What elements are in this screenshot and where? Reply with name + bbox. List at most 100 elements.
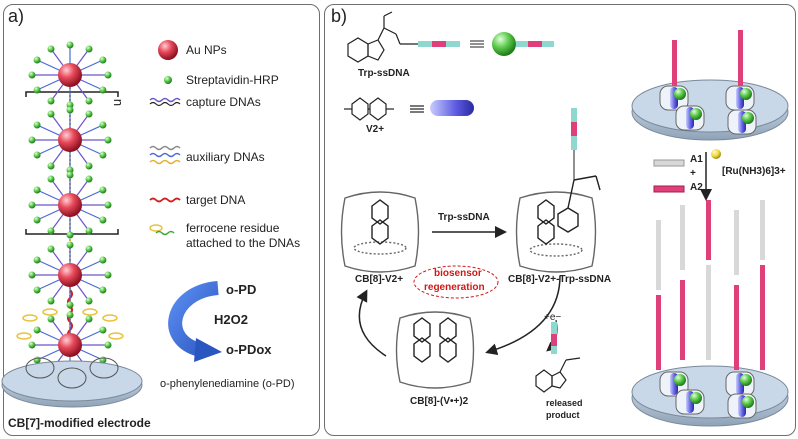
ferrocene-mark xyxy=(16,332,32,340)
streptavidin-dot xyxy=(33,186,41,194)
streptavidin-dot xyxy=(104,271,112,279)
trp-ball xyxy=(740,88,752,100)
v2-label: V2+ xyxy=(366,124,385,135)
ferrocene-mark xyxy=(42,308,58,316)
streptavidin-dot xyxy=(66,311,74,319)
dna-bar xyxy=(738,30,743,86)
streptavidin-dot xyxy=(99,286,107,294)
legend-ferrocene-2: attached to the DNAs xyxy=(186,236,301,250)
streptavidin-dot xyxy=(47,227,55,235)
trp-ball xyxy=(674,374,686,386)
trp-ssdna-structure xyxy=(347,11,418,63)
panel-b-label: b) xyxy=(331,6,348,26)
cb8-dimer-label: CB[8]-(V•+)2 xyxy=(410,396,469,407)
h2o2-label: H2O2 xyxy=(214,312,248,327)
au-nanoparticle xyxy=(58,128,82,152)
ferrocene-mark xyxy=(82,308,98,316)
panel-b xyxy=(324,4,796,436)
streptavidin-dot xyxy=(33,256,41,264)
dna-bar xyxy=(706,200,711,260)
streptavidin-dot xyxy=(28,71,36,79)
plus-label: + xyxy=(690,168,696,179)
streptavidin-dot xyxy=(47,315,55,323)
streptavidin-dot xyxy=(33,121,41,129)
streptavidin-dot xyxy=(47,175,55,183)
trp-arrow-label: Trp-ssDNA xyxy=(438,212,490,223)
legend-au-nps: Au NPs xyxy=(186,43,227,57)
cycle-arrow-up xyxy=(356,289,387,357)
cb8-host-complex xyxy=(515,175,601,273)
trp-ball xyxy=(742,112,754,124)
dna-bar xyxy=(680,205,685,270)
dna-bar xyxy=(672,40,677,86)
streptavidin-dot xyxy=(28,201,36,209)
streptavidin-dot xyxy=(66,171,74,179)
trp-ball xyxy=(742,396,754,408)
viologen-structure xyxy=(344,97,474,121)
opdox-label: o-PDox xyxy=(226,342,272,357)
opd-caption: o-phenylenediamine (o-PD) xyxy=(160,378,295,390)
streptavidin-dot xyxy=(99,216,107,224)
regeneration-ellipse xyxy=(413,265,499,299)
streptavidin-dot xyxy=(47,162,55,170)
ferrocene-mark xyxy=(102,314,118,322)
cb8-host-left xyxy=(340,191,420,273)
cycle-arrow-down xyxy=(485,275,561,356)
dna-bar xyxy=(734,210,739,275)
streptavidin-dot xyxy=(47,45,55,53)
streptavidin-dot xyxy=(104,341,112,349)
dna-bar xyxy=(760,265,765,370)
streptavidin-dot xyxy=(47,245,55,253)
streptavidin-dot xyxy=(33,86,41,94)
streptavidin-dot xyxy=(66,101,74,109)
electrode-bottom xyxy=(631,365,789,427)
streptavidin-dot xyxy=(104,136,112,144)
au-nanoparticle xyxy=(58,263,82,287)
streptavidin-dot xyxy=(99,186,107,194)
streptavidin-dot xyxy=(66,106,74,114)
streptavidin-dot xyxy=(85,175,93,183)
streptavidin-dot xyxy=(33,216,41,224)
streptavidin-dot xyxy=(66,241,74,249)
electron-label: +e− xyxy=(544,312,562,323)
regeneration-label-1: biosensor xyxy=(434,268,482,279)
streptavidin-dot xyxy=(85,97,93,105)
cb8-v2-trp-label: CB[8]-V2+-Trp-ssDNA xyxy=(508,274,612,285)
streptavidin-dot xyxy=(66,41,74,49)
a2-label: A2 xyxy=(690,182,703,193)
legend-auxiliary-dna: auxiliary DNAs xyxy=(186,150,265,164)
streptavidin-dot xyxy=(33,56,41,64)
ru-complex-label: [Ru(NH3)6]3+ xyxy=(722,166,786,177)
electrode-label: CB[7]-modified electrode xyxy=(8,416,151,430)
released-label-1: released xyxy=(546,398,583,408)
au-nanoparticle xyxy=(58,333,82,357)
streptavidin-dot xyxy=(28,341,36,349)
streptavidin-dot xyxy=(85,110,93,118)
repeat-n-label: n xyxy=(111,98,127,107)
trp-ball xyxy=(740,374,752,386)
streptavidin-dot xyxy=(33,326,41,334)
streptavidin-dot xyxy=(85,315,93,323)
ferrocene-mark xyxy=(22,314,38,322)
streptavidin-dot xyxy=(104,71,112,79)
dna-strand-icon-1 xyxy=(418,32,554,56)
streptavidin-dot xyxy=(66,166,74,174)
dna-bar xyxy=(680,280,685,360)
streptavidin-dot xyxy=(99,256,107,264)
legend-ferrocene-1: ferrocene residue xyxy=(186,221,280,235)
released-label-2: product xyxy=(546,410,580,420)
ferrocene-mark xyxy=(108,332,124,340)
a1-label: A1 xyxy=(690,154,703,165)
opd-label: o-PD xyxy=(226,282,257,297)
dna-bar xyxy=(760,200,765,260)
dna-bar xyxy=(656,295,661,370)
legend-streptavidin: Streptavidin-HRP xyxy=(186,73,279,87)
streptavidin-dot xyxy=(99,121,107,129)
dna-bar xyxy=(656,220,661,290)
reaction-arrow xyxy=(168,281,222,362)
streptavidin-dot xyxy=(85,245,93,253)
streptavidin-dot xyxy=(33,286,41,294)
streptavidin-dot xyxy=(28,136,36,144)
streptavidin-dot xyxy=(85,45,93,53)
